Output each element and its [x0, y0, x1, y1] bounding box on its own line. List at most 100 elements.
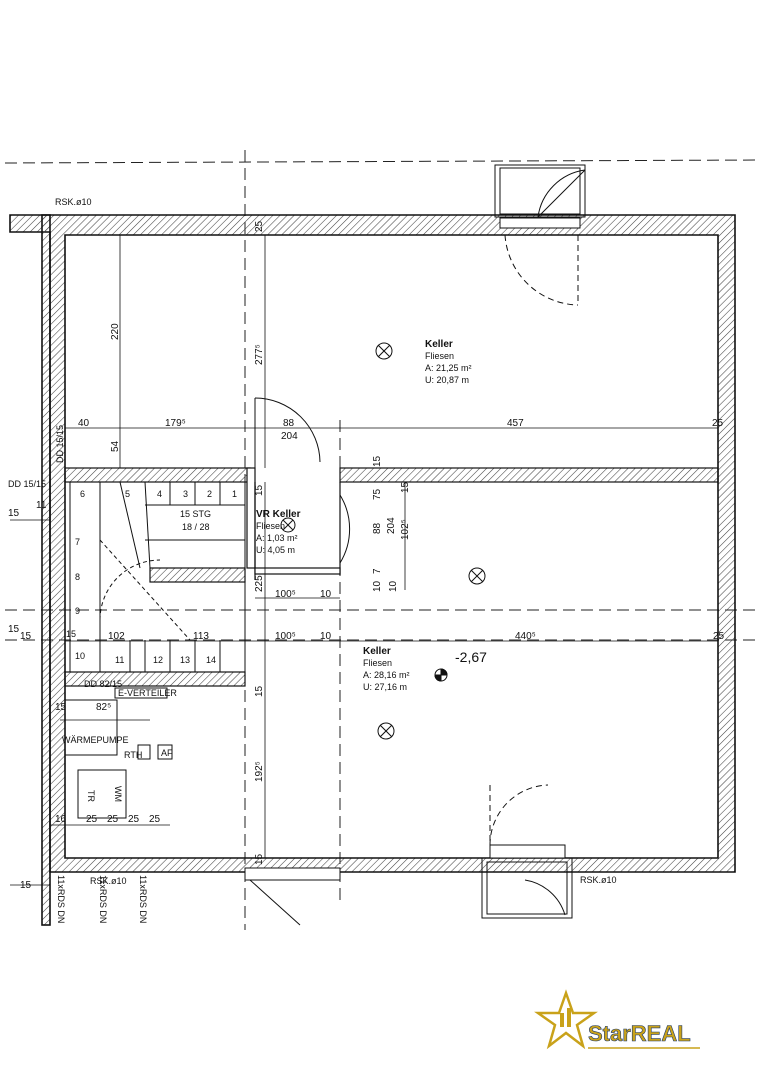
dimension: 15 — [55, 702, 67, 713]
dimension: 40 — [78, 418, 90, 429]
dimension: 15 — [372, 455, 383, 467]
room-area: A: 28,16 m² — [363, 670, 410, 680]
dimension: 75 — [372, 488, 383, 500]
dimension: 25 — [86, 814, 98, 825]
dimension-lines — [10, 235, 718, 886]
stair-step: 7 — [75, 537, 80, 547]
dimension: 102⁵ — [400, 519, 411, 540]
dimension: 100⁵ — [275, 589, 296, 600]
dimension: 15 — [254, 484, 265, 496]
dimension: 15 — [20, 631, 32, 642]
rsk-label: RSK.ø10 — [580, 875, 617, 885]
dimension: 54 — [110, 440, 121, 452]
floor-level: -2,67 — [455, 649, 487, 665]
dimension: 192⁵ — [254, 761, 265, 782]
dimension: 102 — [108, 631, 125, 642]
dimension: 100⁵ — [275, 631, 296, 642]
stair-step: 4 — [157, 489, 162, 499]
room-perimeter: U: 20,87 m — [425, 375, 469, 385]
room-floor: Fliesen — [256, 521, 285, 531]
stair-step: 11 — [115, 655, 124, 665]
rds-label: 11xRDS DN — [56, 875, 66, 923]
waermepumpe-label: WÄRMEPUMPE — [62, 735, 129, 745]
dimension: 15 — [254, 853, 265, 865]
af-label: AF — [161, 748, 173, 758]
dimension: 10 — [388, 580, 399, 592]
dimension: 15 — [400, 481, 411, 493]
dimension: 25 — [713, 631, 725, 642]
interior-walls — [64, 467, 719, 687]
stair-step: 13 — [180, 655, 190, 665]
room-area: A: 21,25 m² — [425, 363, 472, 373]
dimension: 113 — [193, 631, 209, 642]
stair-step: 15 — [66, 629, 76, 639]
level-marker-icon — [434, 668, 448, 682]
e-verteiler-label: E-VERTEILER — [118, 688, 177, 698]
dimension: 15 — [8, 624, 20, 635]
reference-lines — [4, 150, 761, 930]
dimension: 10 — [320, 631, 332, 642]
dimension: 440⁵ — [515, 631, 536, 642]
stair-step: 2 — [207, 489, 212, 499]
dimension: 7 — [372, 568, 383, 574]
stair-step: 1 — [232, 489, 237, 499]
dd-label: DD 15/15 — [55, 425, 65, 463]
stair-step: 12 — [153, 655, 163, 665]
stair-ratio: 18 / 28 — [182, 522, 210, 532]
utility-equipment — [64, 687, 173, 819]
rds-label: 11xRDS DN — [98, 875, 108, 923]
stair-step: 9 — [75, 606, 80, 616]
dimension: 15 — [8, 508, 20, 519]
dimension: 204 — [281, 431, 298, 442]
rth-label: RTH — [124, 750, 142, 760]
stair-step: 6 — [80, 489, 85, 499]
stair-step: 14 — [206, 655, 216, 665]
ceiling-light-icon — [280, 342, 486, 740]
dimension: 25 — [128, 814, 140, 825]
dimension: 11 — [36, 500, 47, 511]
staircase — [69, 481, 246, 673]
star-logo-icon — [534, 989, 598, 1050]
room-name: VR Keller — [256, 509, 301, 520]
stair-step: 8 — [75, 572, 80, 582]
stair-step: 5 — [125, 489, 130, 499]
dimension: 204 — [386, 517, 397, 534]
dd-label: DD 15/15 — [8, 479, 46, 489]
stair-count: 15 STG — [180, 509, 211, 519]
room-perimeter: U: 4,05 m — [256, 545, 295, 555]
dimension: 15 — [20, 880, 32, 891]
dimension: 277⁵ — [254, 344, 265, 365]
room-floor: Fliesen — [425, 351, 454, 361]
room-name: Keller — [363, 646, 391, 657]
dimension: 25 — [149, 814, 161, 825]
brand-logo: StarREAL — [534, 989, 700, 1050]
doors-windows — [244, 164, 586, 926]
dimension: 25 — [254, 220, 265, 232]
rsk-label: RSK.ø10 — [90, 876, 127, 886]
rsk-label: RSK.ø10 — [55, 197, 92, 207]
dimension: 88 — [372, 522, 383, 534]
brand-name: StarREAL — [588, 1021, 691, 1046]
dimension: 25 — [712, 418, 724, 429]
dimension: 82⁵ — [96, 702, 111, 713]
dd-label: DD 82/15 — [84, 679, 122, 689]
dimension: 220 — [110, 323, 121, 340]
tr-label: TR — [86, 790, 96, 802]
dimension: 88 — [283, 418, 295, 429]
stair-step: 10 — [75, 651, 85, 661]
room-name: Keller — [425, 339, 453, 350]
dimension: 225 — [254, 575, 265, 592]
room-perimeter: U: 27,16 m — [363, 682, 407, 692]
dimension: 10 — [320, 589, 332, 600]
room-floor: Fliesen — [363, 658, 392, 668]
dimension: 16 — [55, 814, 67, 825]
rds-label: 11xRDS DN — [138, 875, 148, 923]
dimension: 457 — [507, 418, 524, 429]
stair-step: 3 — [183, 489, 188, 499]
room-area: A: 1,03 m² — [256, 533, 298, 543]
dimension: 179⁵ — [165, 418, 186, 429]
dimension: 15 — [254, 685, 265, 697]
wm-label: WM — [113, 786, 123, 802]
outer-walls — [9, 214, 736, 926]
